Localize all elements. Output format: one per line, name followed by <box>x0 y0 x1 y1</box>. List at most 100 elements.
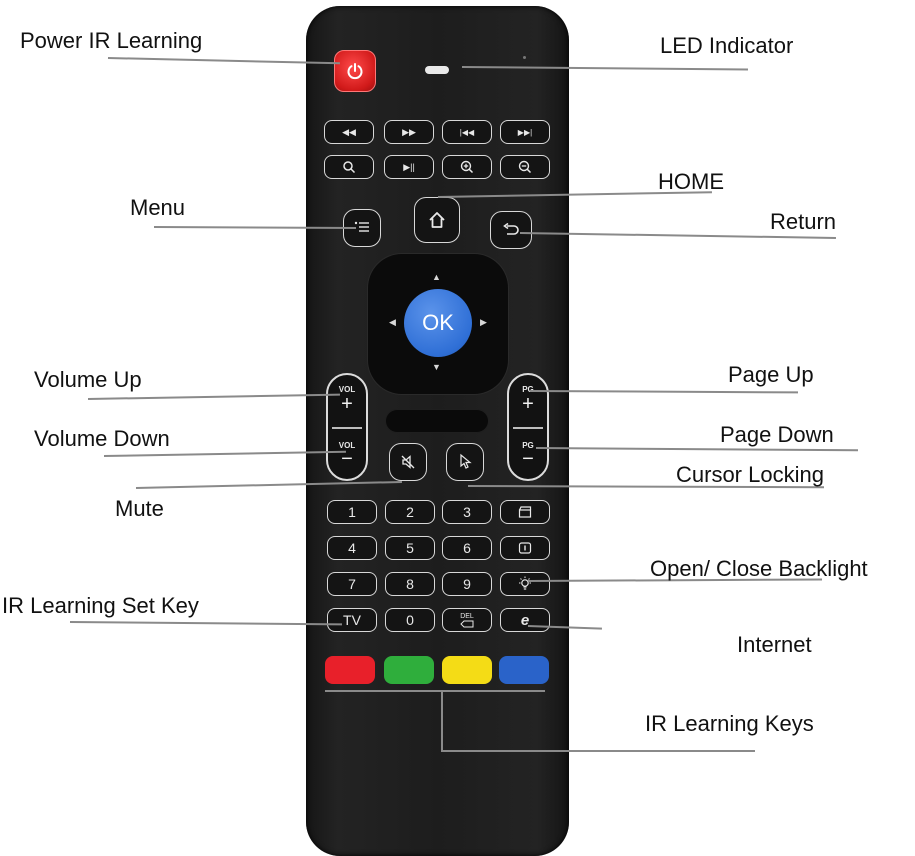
search-button[interactable] <box>324 155 374 179</box>
key-2-label: 2 <box>406 504 414 520</box>
key-7[interactable]: 7 <box>327 572 377 596</box>
leader-page-down <box>535 447 858 451</box>
tv-key[interactable]: TV <box>327 608 377 632</box>
label-return: Return <box>770 209 837 234</box>
volume-down-minus[interactable]: − <box>341 448 353 470</box>
left-arrow-icon[interactable]: ◀ <box>389 317 396 327</box>
label-page-down: Page Down <box>720 422 834 447</box>
next-button[interactable]: ▶▶| <box>500 120 550 144</box>
blue-key[interactable] <box>499 656 549 684</box>
green-key[interactable] <box>384 656 434 684</box>
mute-button[interactable] <box>389 443 427 481</box>
leader-ir-keys-bottom <box>441 750 755 752</box>
key-8[interactable]: 8 <box>385 572 435 596</box>
previous-button[interactable]: |◀◀ <box>442 120 492 144</box>
up-arrow-icon[interactable]: ▲ <box>432 272 441 282</box>
label-mute: Mute <box>115 496 164 521</box>
label-volume-down: Volume Down <box>34 426 170 451</box>
delete-key-label: DEL <box>460 612 474 620</box>
key-4[interactable]: 4 <box>327 536 377 560</box>
label-volume-up: Volume Up <box>34 367 142 392</box>
volume-up-text: VOL <box>338 385 356 394</box>
internet-icon: e <box>520 611 530 629</box>
page-down-minus[interactable]: − <box>522 448 534 470</box>
rewind-button[interactable]: ◀◀ <box>324 120 374 144</box>
next-icon: ▶▶| <box>517 127 533 137</box>
rewind-icon: ◀◀ <box>342 126 356 137</box>
volume-up-plus[interactable]: + <box>341 393 353 415</box>
internet-key[interactable]: e <box>500 608 550 632</box>
label-power-ir-learning: Power IR Learning <box>20 28 203 53</box>
key-1-label: 1 <box>348 504 356 520</box>
power-button[interactable] <box>334 50 376 92</box>
key-4-label: 4 <box>348 540 356 556</box>
fast-forward-button[interactable]: ▶▶ <box>384 120 434 144</box>
previous-icon: |◀◀ <box>459 127 475 137</box>
zoom-out-icon <box>518 160 532 174</box>
play-pause-icon: ▶|| <box>403 161 415 172</box>
fast-forward-icon: ▶▶ <box>402 126 416 137</box>
key-9[interactable]: 9 <box>442 572 492 596</box>
key-9-label: 9 <box>463 576 471 592</box>
key-5[interactable]: 5 <box>385 536 435 560</box>
return-button[interactable] <box>490 211 532 249</box>
zoom-in-icon <box>460 160 474 174</box>
page-up-plus[interactable]: + <box>522 393 534 415</box>
right-arrow-icon[interactable]: ▶ <box>480 317 487 327</box>
label-cursor-locking: Cursor Locking <box>676 462 824 487</box>
cursor-icon <box>460 453 472 469</box>
leader-menu <box>153 226 357 229</box>
label-menu: Menu <box>130 195 186 220</box>
bulb-icon <box>519 576 531 590</box>
info-key[interactable] <box>500 536 550 560</box>
red-key[interactable] <box>325 656 375 684</box>
sensor-dot <box>523 56 526 59</box>
label-page-up: Page Up <box>728 362 814 387</box>
clapper-icon <box>518 506 532 518</box>
key-7-label: 7 <box>348 576 356 592</box>
key-3-label: 3 <box>463 504 471 520</box>
page-down-text: PG <box>522 441 534 450</box>
mic-slot <box>386 410 488 432</box>
delete-key[interactable]: DEL <box>442 608 492 632</box>
label-home: HOME <box>658 169 724 194</box>
label-open-close-backlight: Open/ Close Backlight <box>650 556 868 581</box>
info-icon <box>518 542 532 554</box>
key-6[interactable]: 6 <box>442 536 492 560</box>
key-1[interactable]: 1 <box>327 500 377 524</box>
home-icon <box>429 212 445 228</box>
key-0[interactable]: 0 <box>385 608 435 632</box>
led-indicator <box>425 66 449 74</box>
mute-icon <box>401 455 415 469</box>
leader-volume-up <box>87 393 340 400</box>
ok-button[interactable]: OK <box>404 289 472 357</box>
menu-icon <box>354 221 369 232</box>
zoom-out-button[interactable] <box>500 155 550 179</box>
return-icon <box>503 223 519 235</box>
volume-down-text: VOL <box>338 441 356 450</box>
media-key[interactable] <box>500 500 550 524</box>
key-8-label: 8 <box>406 576 414 592</box>
volume-rocker[interactable]: VOL + VOL − <box>326 373 368 481</box>
play-pause-button[interactable]: ▶|| <box>384 155 434 179</box>
label-led-indicator: LED Indicator <box>660 33 794 58</box>
yellow-key[interactable] <box>442 656 492 684</box>
tv-key-label: TV <box>343 612 361 628</box>
key-3[interactable]: 3 <box>442 500 492 524</box>
label-ir-learning-set-key: IR Learning Set Key <box>2 593 199 618</box>
cursor-lock-button[interactable] <box>446 443 484 481</box>
backlight-key[interactable] <box>500 572 550 596</box>
key-5-label: 5 <box>406 540 414 556</box>
key-2[interactable]: 2 <box>385 500 435 524</box>
zoom-in-button[interactable] <box>442 155 492 179</box>
search-icon <box>343 161 356 174</box>
leader-ir-keys-v <box>441 690 443 750</box>
down-arrow-icon[interactable]: ▼ <box>432 362 441 372</box>
ok-label: OK <box>422 310 454 335</box>
leader-page-up <box>529 390 799 393</box>
key-6-label: 6 <box>463 540 471 556</box>
label-ir-learning-keys: IR Learning Keys <box>645 711 814 736</box>
home-button[interactable] <box>414 197 460 243</box>
leader-ir-keys-h <box>325 690 545 692</box>
label-internet: Internet <box>737 632 812 657</box>
